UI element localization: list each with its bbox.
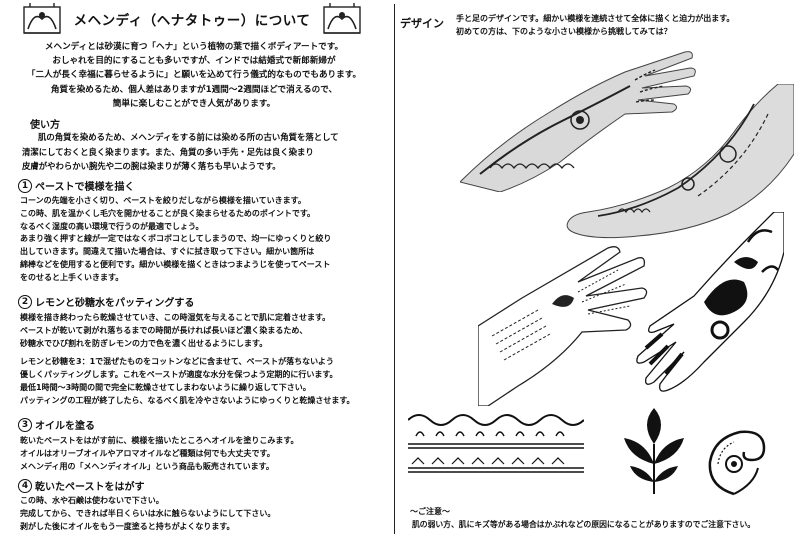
usage-line: 清潔にしておくと良く染まります。また、角質の多い手先・足先は良く染まり [22, 146, 314, 157]
border-pattern-illustration [408, 414, 584, 473]
design-description: 手と足のデザインです。細かい模様を連続させて全体に描くと迫力が出ます。 初めての… [456, 12, 792, 38]
intro-line: 角質を染めるため、個人差はありますが1週間～2週間ほどで消えるので、 [50, 84, 338, 95]
step-2-body: 模様を描き終わったら乾燥させていき、この時湿気を与えることで肌に定着させます。 … [20, 312, 376, 408]
intro-line: 「二人が長く幸福に暮らせるように」と願いを込めて行う儀式的なものでもあります。 [26, 70, 362, 81]
design-line: 手と足のデザインです。細かい模様を連続させて全体に描くと迫力が出ます。 [456, 14, 735, 23]
step-line: オイルはオリーブオイルやアロマオイルなど種類は何でも大丈夫です。 [20, 448, 275, 458]
step-number: 3 [18, 417, 32, 432]
step-number: 4 [18, 478, 32, 493]
usage-line: 肌の角質を染めるため、メヘンディをする前には染める所の古い角質を落として [38, 132, 339, 142]
step-line: なるべく湿度の高い環境で行うのが最適でしょう。 [20, 221, 204, 231]
step-title: 乾いたペーストをはがす [35, 482, 145, 493]
usage-line: 皮膚がやわらかい腕先や二の腕は染まりが薄く落ちも早いようです。 [22, 161, 281, 171]
step-line: 綿棒などを使用すると便利です。細かい模様を描くときはつまようじを使ってペースト [20, 259, 331, 269]
step-1-body: コーンの先端を小さく切り、ペーストを絞りだしながら模様を描いていきます。 この時… [20, 195, 376, 285]
left-page: メヘンディ（ヘナタトゥー）について メヘンディとは砂漠に育つ「ヘナ」という植物の… [0, 0, 388, 538]
usage-heading: 使い方 [30, 120, 60, 131]
step-line: 乾いたペーストをはがす前に、模様を描いたところへオイルを塗りこみます。 [20, 436, 299, 445]
step-line: 完成してから、できれば半日くらいは水に触らないようにして下さい。 [20, 508, 276, 518]
intro-line: 簡単に楽しむことができ人気があります。 [112, 98, 276, 109]
step-line: あまり強く押すと線が一定ではなくボコボコとしてしまうので、均一にゆっくりと絞り [20, 234, 332, 244]
page-title: メヘンディ（ヘナタトゥー）について [73, 13, 311, 29]
foot-with-henna-illustration [566, 84, 794, 239]
caution-text: 肌の弱い方、肌にキズ等がある場合はかぶれなどの原因になることがありますのでご注意… [412, 520, 756, 529]
hand-outline-pattern-illustration [478, 246, 648, 406]
step-3-body: 乾いたペーストをはがす前に、模様を描いたところへオイルを塗りこみます。 オイルは… [20, 435, 376, 473]
usage-paragraph: 肌の角質を染めるため、メヘンディをする前には染める所の古い角質を落として 清潔に… [22, 130, 372, 174]
step-line: 剥がした後にオイルをもう一度塗ると持ちがよくなります。 [20, 521, 235, 531]
design-heading: デザイン [400, 17, 444, 30]
hand-with-henna-illustration [460, 51, 696, 192]
title-frame: メヘンディ（ヘナタトゥー）について [64, 6, 320, 32]
intro-paragraph: メヘンディとは砂漠に育つ「ヘナ」という植物の葉で描くボディアートです。 おしゃれ… [8, 40, 380, 111]
step-line: メヘンディ用の「メヘンディオイル」という商品も販売されています。 [20, 461, 274, 471]
step-line: レモンと砂糖を3：1で混ぜたものをコットンなどに含ませて、ペーストが落ちないよう [20, 357, 334, 367]
step-line: 出していきます。間違えて描いた場合は、すぐに拭き取って下さい。細かい箇所は [20, 247, 315, 257]
ornament-icon [323, 3, 361, 34]
paisley-motif-illustration [708, 430, 766, 496]
floral-motif-illustration [624, 408, 684, 494]
step-1-heading: 1 ペーストで模様を描く [18, 178, 135, 193]
step-number: 2 [18, 294, 32, 309]
step-line: 模様を描き終わったら乾燥させていき、この時湿気を与えることで肌に定着させます。 [20, 313, 331, 322]
caution-heading: ～ご注意～ [410, 507, 450, 516]
step-title: オイルを塗る [35, 421, 95, 432]
step-title: ペーストで模様を描く [35, 182, 135, 193]
step-line: 優しくパッティングします。これをペーストが適度な水分を保つよう定期的に行います。 [20, 370, 338, 380]
step-line: この時、肌を温かくし毛穴を開かせることが良く染まらせるためのポイントです。 [20, 208, 316, 218]
step-line: この時、水や石鹸は使わないで下さい。 [20, 496, 164, 505]
page-divider [394, 4, 396, 534]
intro-line: メヘンディとは砂漠に育つ「ヘナ」という植物の葉で描くボディアートです。 [44, 42, 344, 52]
step-line: 砂糖水でひび割れを防ぎレモンの力で色を濃く出せるようにします。 [20, 338, 268, 348]
step-title: レモンと砂糖水をパッティングする [35, 298, 195, 309]
step-line: をのせると上手くいきます。 [20, 272, 124, 282]
step-4-body: この時、水や石鹸は使わないで下さい。 完成してから、できれば半日くらいは水に触ら… [20, 495, 376, 533]
step-line: コーンの先端を小さく切り、ペーストを絞りだしながら模様を描いていきます。 [20, 196, 306, 205]
step-number: 1 [18, 178, 32, 193]
ornament-icon [23, 3, 61, 34]
design-line: 初めての方は、下のような小さい模様から挑戦してみては？ [456, 27, 672, 36]
step-line: 最低1時間～3時間の間で完全に乾燥させてしまわないように繰り返して下さい。 [20, 382, 311, 392]
step-line: パッティングの工程が終了したら、なるべく肌を冷やさないようにゆっくりと乾燥させま… [20, 395, 355, 405]
step-2-heading: 2 レモンと砂糖水をパッティングする [18, 294, 194, 309]
intro-line: おしゃれを目的にすることも多いですが、インドでは結婚式で新郎新婦が [52, 56, 336, 67]
right-page: デザイン 手と足のデザインです。細かい模様を連続させて全体に描くと迫力が出ます。… [398, 0, 800, 538]
step-line: ペーストが乾いて剥がれ落ちるまでの時間が長ければ長いほど濃く染まるため、 [20, 325, 308, 335]
step-3-heading: 3 オイルを塗る [18, 417, 95, 432]
step-4-heading: 4 乾いたペーストをはがす [18, 478, 145, 493]
hand-dark-paisley-illustration [636, 212, 784, 392]
